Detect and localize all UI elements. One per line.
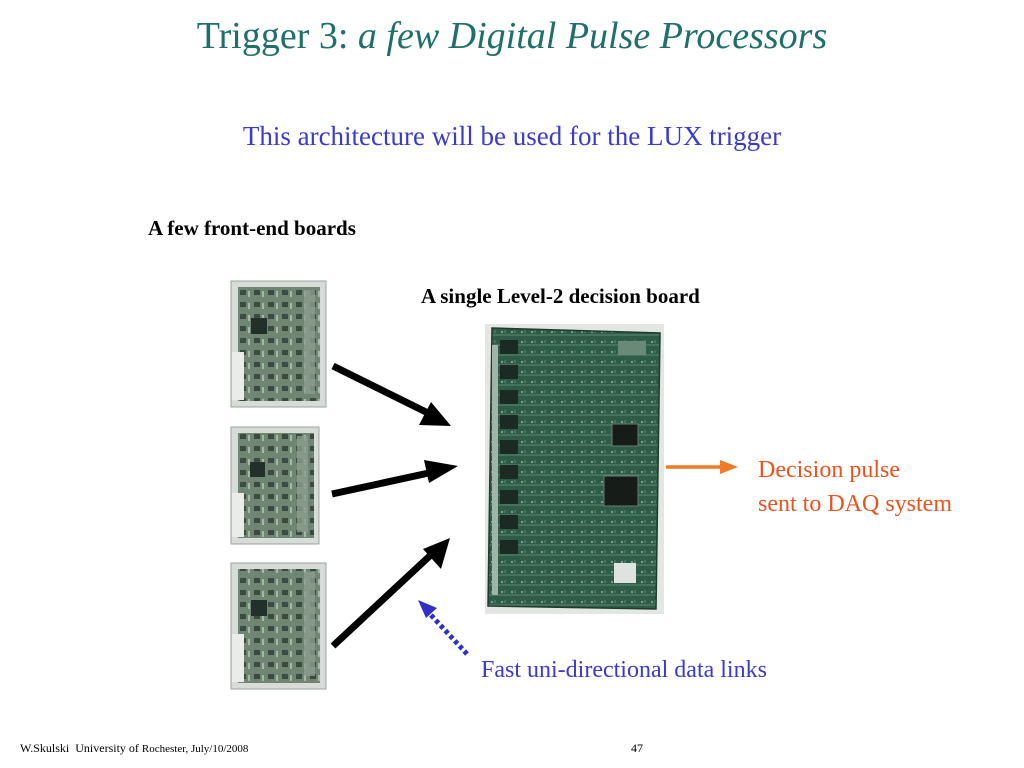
footer-author: W.Skulski [20, 741, 70, 755]
level2-board-label: A single Level-2 decision board [421, 284, 700, 308]
slide-title: Trigger 3: a few Digital Pulse Processor… [0, 14, 1024, 58]
data-links-label: Fast uni-directional data links [481, 657, 767, 683]
footer-university: University of [75, 741, 139, 755]
front-end-boards-label: A few front-end boards [148, 216, 356, 240]
front-end-board-3 [230, 562, 327, 690]
front-end-board-1 [230, 280, 327, 408]
level2-decision-board [485, 324, 664, 614]
decision-line-1: Decision pulse [758, 457, 900, 483]
decision-pulse-label: Decision pulse sent to DAQ system [758, 453, 952, 521]
decision-pulse-arrow [666, 460, 738, 474]
footer-credit: W.Skulski University of Rochester, July/… [20, 741, 248, 756]
arrow-board3-to-l2 [330, 538, 450, 649]
decision-line-2: sent to DAQ system [758, 491, 952, 517]
title-plain: Trigger 3: [196, 15, 349, 57]
slide-subtitle: This architecture will be used for the L… [242, 121, 782, 151]
page-number: 47 [631, 741, 643, 755]
arrow-board2-to-l2 [331, 460, 458, 498]
arrow-board1-to-l2 [331, 362, 451, 426]
front-end-board-2 [230, 426, 320, 545]
data-links-dotted-arrow [418, 600, 469, 656]
title-italic: a few Digital Pulse Processors [357, 15, 828, 57]
footer-place-date: Rochester, July/10/2008 [141, 743, 249, 755]
